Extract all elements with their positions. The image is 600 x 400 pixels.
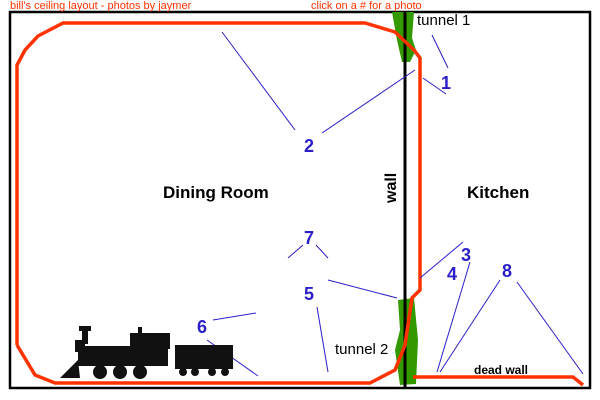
tunnel-2-label: tunnel 2 bbox=[335, 341, 389, 358]
train-track bbox=[15, 21, 422, 385]
dead-wall-track bbox=[413, 375, 585, 387]
locomotive-icon bbox=[60, 326, 233, 379]
wall-label: wall bbox=[383, 172, 400, 203]
tunnel-1-label: tunnel 1 bbox=[417, 12, 471, 29]
photo-link-6[interactable]: 6 bbox=[197, 317, 208, 337]
photo-link-2[interactable]: 2 bbox=[304, 136, 315, 156]
photo-link-4[interactable]: 4 bbox=[447, 264, 458, 284]
photo-link-1[interactable]: 1 bbox=[441, 73, 452, 93]
dead-wall-label: dead wall bbox=[474, 363, 529, 377]
room-outline bbox=[8, 10, 592, 390]
kitchen-label: Kitchen bbox=[467, 183, 530, 202]
photo-link-8[interactable]: 8 bbox=[502, 261, 513, 281]
instruction-text: click on a # for a photo bbox=[311, 0, 422, 12]
photo-pointer-lines bbox=[206, 31, 584, 377]
dining-room-label: Dining Room bbox=[163, 183, 269, 202]
photo-link-5[interactable]: 5 bbox=[304, 284, 315, 304]
page-title: bill's ceiling layout - photos by jaymer bbox=[10, 0, 192, 12]
photo-link-3[interactable]: 3 bbox=[461, 245, 472, 265]
photo-link-7[interactable]: 7 bbox=[304, 228, 315, 248]
